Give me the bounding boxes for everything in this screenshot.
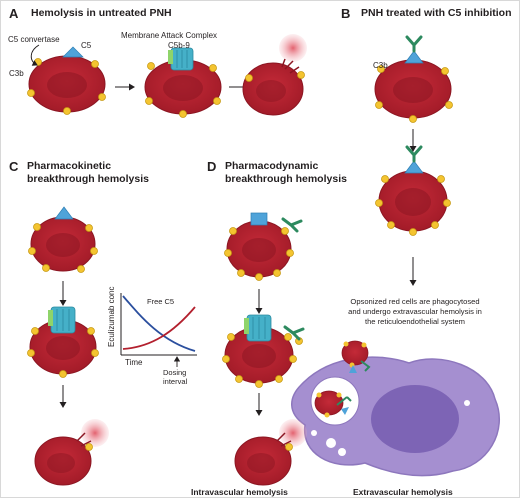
c5-convertase-arrow xyxy=(30,44,40,66)
panel-c-cell-2 xyxy=(27,306,99,378)
c3b-label-b: C3b xyxy=(373,61,388,70)
antibody-d-1 xyxy=(281,217,303,233)
macrophage-nucleus xyxy=(371,385,459,453)
panel-b-cell-1 xyxy=(374,35,453,123)
eculizumab-curve xyxy=(122,295,196,352)
panel-c-title-line2: breakthrough hemolysis xyxy=(27,173,149,185)
panel-c-title-line1: Pharmacokinetic xyxy=(27,160,112,172)
c5-convertase-label: C5 convertase xyxy=(8,35,60,44)
intravascular-label: Intravascular hemolysis xyxy=(191,487,288,497)
panel-d-cell-1 xyxy=(224,212,294,281)
panel-d-lysed-cell xyxy=(234,419,307,486)
phagosome-small-4 xyxy=(464,400,470,406)
graph-dosing-line2: interval xyxy=(163,377,188,386)
panel-d-title-line2: breakthrough hemolysis xyxy=(225,173,347,185)
antibody-d-2 xyxy=(283,325,305,341)
panel-c-cell-1 xyxy=(28,206,98,273)
mac-label-line1: Membrane Attack Complex xyxy=(121,31,218,40)
graph-free-c5-label: Free C5 xyxy=(147,297,175,306)
panel-c-lysed-cell xyxy=(34,419,109,486)
graph-x-label: Time xyxy=(125,358,143,367)
panel-b-letter: B xyxy=(341,6,351,21)
panel-a-cell-1 xyxy=(27,46,106,115)
c3b-label-a: C3b xyxy=(9,69,24,78)
panel-a-title: Hemolysis in untreated PNH xyxy=(31,7,172,19)
panel-c-letter: C xyxy=(9,159,19,174)
graph-dosing-line1: Dosing xyxy=(163,368,187,377)
phagosome-small-1 xyxy=(326,438,336,448)
panel-b-cell-2 xyxy=(375,145,451,236)
pk-graph xyxy=(120,293,197,367)
extravascular-label: Extravascular hemolysis xyxy=(353,487,453,497)
panel-a-letter: A xyxy=(9,6,19,21)
panel-d-letter: D xyxy=(207,159,217,174)
panel-a-cell-2 xyxy=(144,47,222,118)
opsonized-note: Opsonized red cells are phagocytosed and… xyxy=(348,297,482,326)
phagosome-small-3 xyxy=(311,430,317,436)
mac-label-line2: C5b-9 xyxy=(168,41,190,50)
c5-label: C5 xyxy=(81,41,92,50)
panel-d-cell-2 xyxy=(222,314,303,388)
graph-y-label: Eculizumab conc xyxy=(107,286,116,347)
phagocytosed-cell-inside xyxy=(314,390,352,418)
panel-b-title: PNH treated with C5 inhibition xyxy=(361,7,512,19)
phagosome-small-2 xyxy=(338,448,346,456)
panel-a-lysed-cell xyxy=(242,34,307,116)
phagocytosed-cell-entering xyxy=(341,340,371,373)
free-c5-curve xyxy=(122,306,196,350)
panel-d-title-line1: Pharmacodynamic xyxy=(225,160,319,172)
